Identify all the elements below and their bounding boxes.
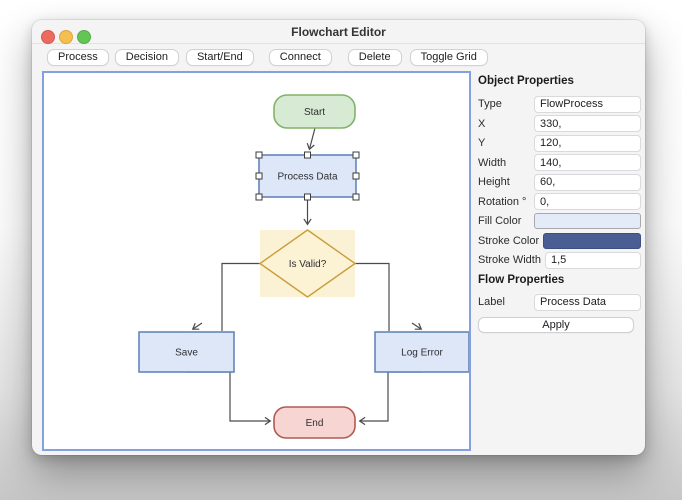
edge-save-to-end[interactable] (186, 371, 272, 426)
delete-button[interactable]: Delete (347, 49, 402, 66)
process-button[interactable]: Process (47, 49, 109, 66)
flowchart-canvas[interactable]: Start Process Data (42, 71, 471, 451)
property-row-width: Width (478, 154, 641, 171)
property-row-stroke-color: Stroke Color (478, 232, 641, 249)
flowchart-editor-window: Flowchart Editor Process Decision Start/… (32, 20, 645, 455)
toolbar: Process Decision Start/End Connect Delet… (32, 44, 645, 71)
label-label: Label (478, 296, 505, 308)
stroke-color-label: Stroke Color (478, 234, 540, 247)
stroke-color-swatch[interactable] (543, 232, 641, 249)
width-field[interactable] (534, 154, 641, 171)
object-properties-header: Object Properties (478, 75, 574, 87)
edge-decision-to-log-error[interactable] (355, 262, 423, 332)
x-label: X (478, 117, 486, 130)
edge-log-error-to-end[interactable] (358, 371, 422, 426)
property-row-height: Height (478, 173, 641, 191)
connect-button[interactable]: Connect (268, 49, 332, 66)
toggle-grid-button[interactable]: Toggle Grid (409, 49, 488, 66)
window-title: Flowchart Editor (291, 25, 386, 39)
apply-button[interactable]: Apply (478, 317, 634, 333)
node-log-error[interactable]: Log Error (374, 331, 469, 373)
stroke-width-label: Stroke Width (478, 254, 541, 266)
svg-text:Start: Start (304, 107, 325, 118)
zoom-window-button[interactable] (77, 30, 91, 44)
fill-color-label: Fill Color (478, 215, 522, 227)
property-row-stroke-width: Stroke Width (478, 251, 641, 269)
decision-button[interactable]: Decision (114, 49, 179, 66)
height-label: Height (478, 176, 510, 188)
rotation-field[interactable] (534, 193, 641, 210)
node-start[interactable]: Start (273, 94, 356, 129)
selection-handles[interactable] (255, 151, 360, 201)
node-is-valid-decision[interactable]: Is Valid? (258, 229, 357, 298)
node-end[interactable]: End (273, 406, 356, 439)
y-field[interactable] (534, 134, 641, 152)
svg-text:Save: Save (175, 348, 198, 359)
svg-text:Log Error: Log Error (401, 348, 443, 359)
type-field[interactable] (534, 95, 641, 113)
start-end-button[interactable]: Start/End (185, 49, 254, 66)
edge-decision-to-save[interactable] (191, 262, 260, 332)
property-row-type: Type (478, 95, 641, 113)
height-field[interactable] (534, 173, 641, 191)
property-row-label: Label (478, 293, 641, 311)
property-row-y: Y (478, 134, 641, 152)
edge-start-to-process[interactable] (306, 127, 316, 151)
fill-color-swatch[interactable] (534, 213, 641, 229)
node-process-data[interactable]: Process Data (258, 154, 357, 198)
property-row-x: X (478, 115, 641, 132)
property-row-fill-color: Fill Color (478, 213, 641, 229)
svg-text:Process Data: Process Data (277, 172, 337, 183)
label-field[interactable] (534, 293, 641, 311)
type-label: Type (478, 98, 502, 110)
stroke-width-field[interactable] (544, 251, 641, 269)
property-row-rotation: Rotation ° (478, 193, 641, 210)
properties-panel: Object Properties Type X Y Width Height (478, 75, 641, 333)
minimize-window-button[interactable] (59, 30, 73, 44)
title-bar[interactable]: Flowchart Editor (32, 20, 645, 44)
svg-text:End: End (306, 418, 324, 429)
x-field[interactable] (534, 115, 641, 132)
width-label: Width (478, 156, 507, 169)
svg-text:Is Valid?: Is Valid? (289, 259, 327, 270)
node-save[interactable]: Save (138, 331, 235, 373)
close-window-button[interactable] (41, 30, 55, 44)
y-label: Y (478, 137, 486, 149)
flow-properties-header: Flow Properties (478, 274, 565, 286)
rotation-label: Rotation ° (478, 195, 527, 208)
